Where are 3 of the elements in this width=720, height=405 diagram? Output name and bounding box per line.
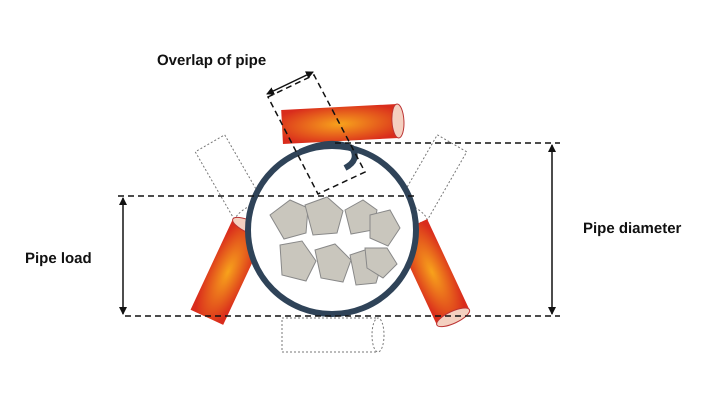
dimension-label: Pipe diameter — [583, 220, 682, 237]
dimension-label: Overlap of pipe — [157, 52, 266, 69]
dimension-label: Pipe load — [25, 250, 92, 267]
